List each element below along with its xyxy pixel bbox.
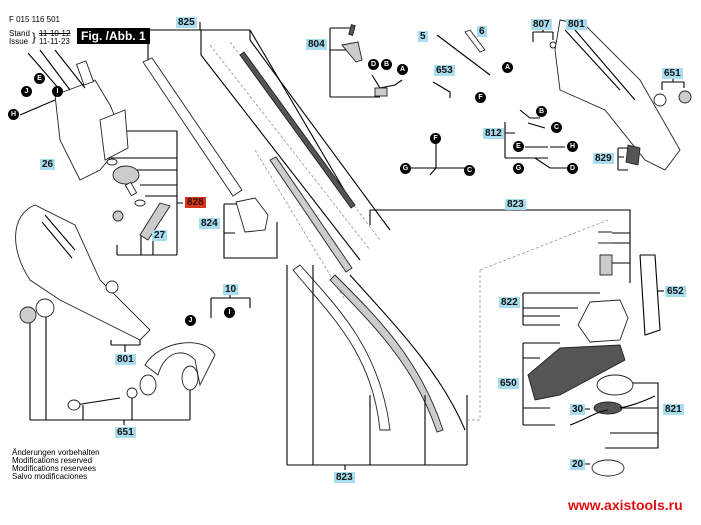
part-label-651-right[interactable]: 651 — [662, 68, 683, 79]
figure-title: Fig. /Abb. 1 — [77, 28, 150, 44]
part-label-10[interactable]: 10 — [223, 284, 239, 295]
part-label-821[interactable]: 821 — [663, 404, 684, 415]
connector-A-2: A — [502, 62, 513, 73]
part-label-823-top[interactable]: 823 — [505, 199, 526, 210]
connector-H: H — [8, 109, 19, 120]
handle-housing — [15, 204, 151, 341]
part-label-829[interactable]: 829 — [593, 153, 614, 164]
connector-B-2: B — [536, 106, 547, 117]
cover-part-27 — [139, 202, 171, 241]
connector-C: C — [551, 122, 562, 133]
connector-D-2: D — [567, 163, 578, 174]
watermark: www.axistools.ru — [568, 497, 683, 513]
spool-cap-20 — [591, 459, 625, 477]
connector-E-2: E — [513, 141, 524, 152]
part-label-804[interactable]: 804 — [306, 39, 327, 50]
stand-value: 11-10-12 — [39, 29, 71, 38]
guard-650 — [527, 344, 626, 401]
knob-2 — [35, 298, 55, 318]
issue-label: Issue — [9, 37, 29, 46]
part-label-807[interactable]: 807 — [531, 19, 552, 30]
connector-E: E — [34, 73, 45, 84]
upper-shaft-tube — [142, 57, 243, 197]
note-es: Salvo modificaciones — [12, 472, 88, 481]
note-en: Modifications reserved — [12, 456, 93, 465]
connector-G-2: G — [513, 163, 524, 174]
part-label-801-bottom[interactable]: 801 — [115, 354, 136, 365]
connector-J-2: J — [185, 315, 196, 326]
gear-housing — [577, 299, 629, 343]
part-label-650[interactable]: 650 — [498, 378, 519, 389]
part-label-801-top[interactable]: 801 — [566, 19, 587, 30]
knob-1 — [19, 306, 37, 324]
connector-D: D — [368, 59, 379, 70]
part-label-822[interactable]: 822 — [499, 297, 520, 308]
connector-H-2: H — [567, 141, 578, 152]
motor-assembly — [19, 49, 146, 222]
part-number: F 015 116 501 — [9, 15, 61, 24]
part-label-824[interactable]: 824 — [199, 218, 220, 229]
note-fr: Modifications reservees — [12, 464, 97, 473]
part-label-30[interactable]: 30 — [570, 404, 586, 415]
part-label-652[interactable]: 652 — [665, 286, 686, 297]
note-de: Änderungen vorbehalten — [12, 448, 100, 457]
issue-value: 11-11-23 — [39, 37, 70, 46]
auxiliary-handle — [144, 342, 216, 387]
part-label-825[interactable]: 825 — [176, 17, 197, 28]
part-label-823-bottom[interactable]: 823 — [334, 472, 355, 483]
connector-F-2: F — [430, 133, 441, 144]
connector-J: J — [21, 86, 32, 97]
connector-I: I — [52, 86, 63, 97]
brace: } — [32, 30, 37, 44]
spool-30 — [593, 401, 623, 415]
part-label-812[interactable]: 812 — [483, 128, 504, 139]
part-label-5[interactable]: 5 — [418, 31, 428, 42]
part-label-20[interactable]: 20 — [570, 459, 586, 470]
connector-A: A — [397, 64, 408, 75]
part-label-651-bottom[interactable]: 651 — [115, 427, 136, 438]
connector-C-2: C — [464, 165, 475, 176]
stand-label: Stand — [9, 29, 30, 38]
upper-housing-801 — [554, 19, 692, 171]
part-label-653[interactable]: 653 — [434, 65, 455, 76]
part-label-26[interactable]: 26 — [40, 159, 56, 170]
connector-I-2: I — [224, 307, 235, 318]
connector-G: G — [400, 163, 411, 174]
part-label-828[interactable]: 828 — [185, 197, 206, 208]
connector-F: F — [475, 92, 486, 103]
part-label-6[interactable]: 6 — [477, 26, 487, 37]
part-label-27[interactable]: 27 — [152, 230, 168, 241]
connector-B: B — [381, 59, 392, 70]
